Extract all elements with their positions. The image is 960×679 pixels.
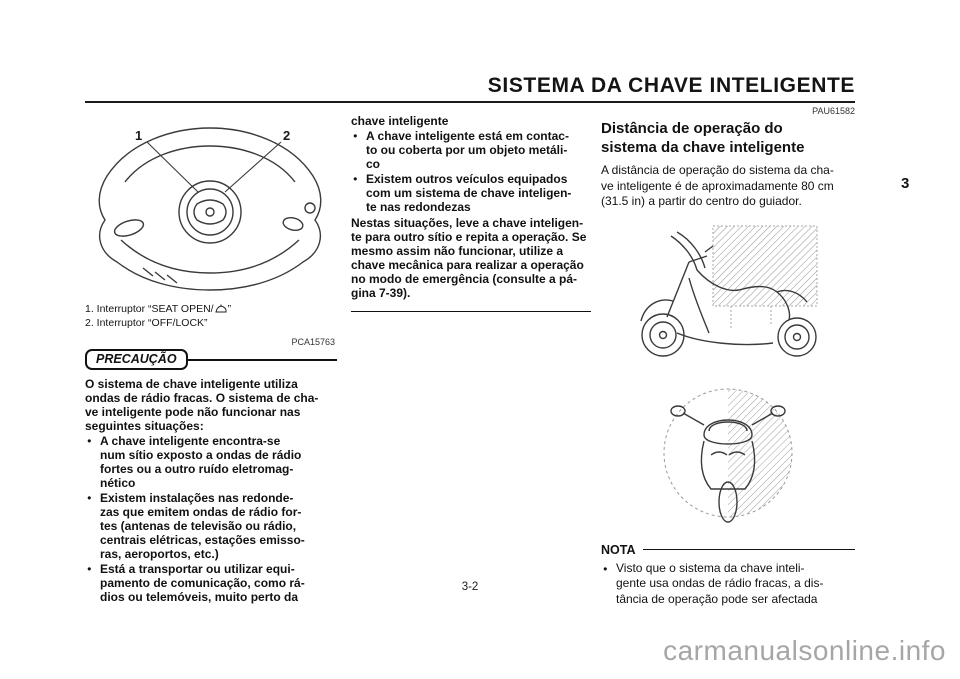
bullet-icon: ● [87, 564, 92, 573]
page-number: 3-2 [461, 581, 479, 593]
section-end-rule [351, 311, 591, 312]
figure-caption-1: 1. Interruptor “SEAT OPEN/ ” [85, 302, 337, 316]
caption1-text: 1. Interruptor “SEAT OPEN/ [85, 303, 214, 315]
header-rule [85, 101, 855, 103]
note-header: NOTA [601, 543, 855, 557]
caption1-close-quote: ” [227, 303, 232, 315]
section-code: PAU61582 [812, 106, 855, 116]
note-rule [642, 549, 855, 550]
middle-column: chave inteligente ● A chave inteligente … [351, 114, 591, 312]
figure-callout-1: 1 [135, 128, 142, 143]
caution-rule [187, 358, 337, 361]
caution-label: PRECAUÇÃO [85, 349, 188, 370]
figure-side-view-wrap [601, 222, 855, 373]
figure-captions: 1. Interruptor “SEAT OPEN/ ” 2. Interrup… [85, 302, 337, 330]
caution-header: PRECAUÇÃO [85, 349, 337, 370]
bullet-text: A chave inteligente está em contac- to o… [366, 129, 569, 171]
handlebar-console-illustration: 1 2 [98, 127, 322, 291]
section-body: A distância de operação do sistema da ch… [601, 163, 834, 208]
watermark: carmanualsonline.info [663, 635, 946, 666]
seat-open-icon [214, 304, 227, 313]
page-title: SISTEMA DA CHAVE INTELIGENTE [487, 74, 855, 97]
list-item: ● Existem instalações nas redonde- zas q… [85, 491, 337, 561]
chapter-tab: 3 [901, 175, 910, 192]
section-heading: Distância de operação do sistema da chav… [601, 120, 805, 156]
scooter-front-view-illustration [663, 388, 792, 523]
caution-code: PCA15763 [291, 337, 335, 347]
bullet-text: Está a transportar ou utilizar equi- pam… [100, 562, 305, 604]
caution-closing: Nestas situações, leve a chave inteligen… [351, 216, 587, 300]
figure-front-view-wrap [601, 381, 855, 534]
bullet-text: Existem instalações nas redonde- zas que… [100, 491, 305, 561]
caution-continuation: chave inteligente [351, 114, 449, 128]
right-column: PAU61582 Distância de operação do sistem… [601, 106, 855, 607]
bullet-icon: ● [353, 131, 358, 140]
bullet-icon: ● [87, 493, 92, 502]
note-bullet-text: Visto que o sistema da chave inteli- gen… [616, 560, 824, 606]
list-item: ● Está a transportar ou utilizar equi- p… [85, 562, 337, 604]
note-list-item: ● Visto que o sistema da chave inteli- g… [601, 561, 855, 608]
scooter-side-view-illustration [639, 225, 817, 357]
bullet-icon: ● [603, 563, 608, 573]
caution-intro: O sistema de chave inteligente utiliza o… [85, 377, 319, 433]
figure-callout-2: 2 [283, 128, 290, 143]
bullet-text: A chave inteligente encontra-se num síti… [100, 434, 302, 490]
bullet-text: Existem outros veículos equipados com um… [366, 172, 572, 214]
list-item: ● Existem outros veículos equipados com … [351, 172, 591, 214]
note-label: NOTA [601, 542, 636, 557]
bullet-icon: ● [87, 436, 92, 445]
figure-caption-2: 2. Interruptor “OFF/LOCK” [85, 317, 208, 329]
list-item: ● A chave inteligente encontra-se num sí… [85, 434, 337, 490]
list-item: ● A chave inteligente está em contac- to… [351, 129, 591, 171]
bullet-icon: ● [353, 174, 358, 183]
left-column: 1 2 1. Interruptor “SEAT OPEN/ ” 2. Inte… [85, 112, 337, 604]
